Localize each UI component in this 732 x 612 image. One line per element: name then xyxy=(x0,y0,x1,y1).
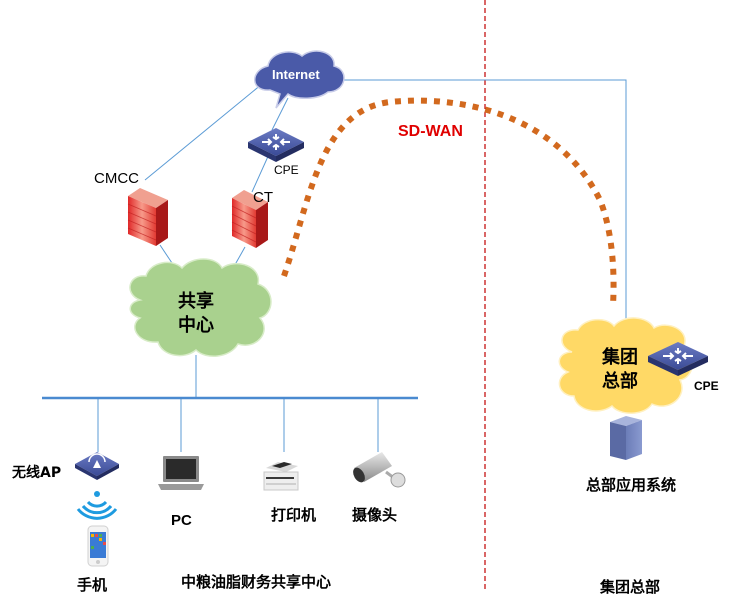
cpe-hq-label: CPE xyxy=(694,379,719,393)
wifi-signal-icon xyxy=(76,491,118,520)
pc-label: PC xyxy=(171,512,192,529)
hq-cloud xyxy=(558,317,694,414)
cpe-switch-hq-icon xyxy=(648,342,708,376)
cpe-switch-top-icon xyxy=(248,128,304,162)
cmcc-label: CMCC xyxy=(94,170,139,187)
link-internet-cpe xyxy=(271,97,289,131)
wireless-ap-label: 无线AP xyxy=(12,465,62,481)
firewall-ct-icon xyxy=(231,190,268,248)
ct-label: CT xyxy=(253,189,273,206)
hq-line2: 总部 xyxy=(602,371,638,392)
link-internet-hq xyxy=(335,79,627,330)
sdwan-link xyxy=(281,97,617,306)
camera-label: 摄像头 xyxy=(352,506,398,524)
left-region-title: 中粮油脂财务共享中心 xyxy=(181,573,332,591)
phone-label: 手机 xyxy=(77,576,108,594)
hq-apps-label: 总部应用系统 xyxy=(586,476,677,494)
wireless-ap-icon xyxy=(75,452,119,480)
hq-label: 集团 总部 xyxy=(596,346,644,394)
right-region-title: 集团总部 xyxy=(600,578,661,596)
shared-center-line2: 中心 xyxy=(178,315,214,336)
printer-label: 打印机 xyxy=(271,506,317,524)
pc-laptop-icon xyxy=(158,456,204,490)
cpe-top-label: CPE xyxy=(274,163,299,177)
link-internet-cmcc xyxy=(144,83,263,181)
shared-center-line1: 共享 xyxy=(178,291,214,312)
shared-center-cloud xyxy=(129,258,272,357)
sdwan-label: SD-WAN xyxy=(398,123,463,140)
printer-icon xyxy=(263,462,299,491)
firewall-cmcc-icon xyxy=(127,188,168,246)
phone-icon xyxy=(87,525,109,567)
camera-icon xyxy=(353,452,406,488)
hq-line1: 集团 xyxy=(602,347,638,368)
internet-label: Internet xyxy=(272,67,320,82)
link-cpe-ct xyxy=(251,151,271,193)
shared-center-label: 共享 中心 xyxy=(170,290,222,338)
server-icon xyxy=(610,416,642,460)
internet-cloud xyxy=(254,50,345,109)
